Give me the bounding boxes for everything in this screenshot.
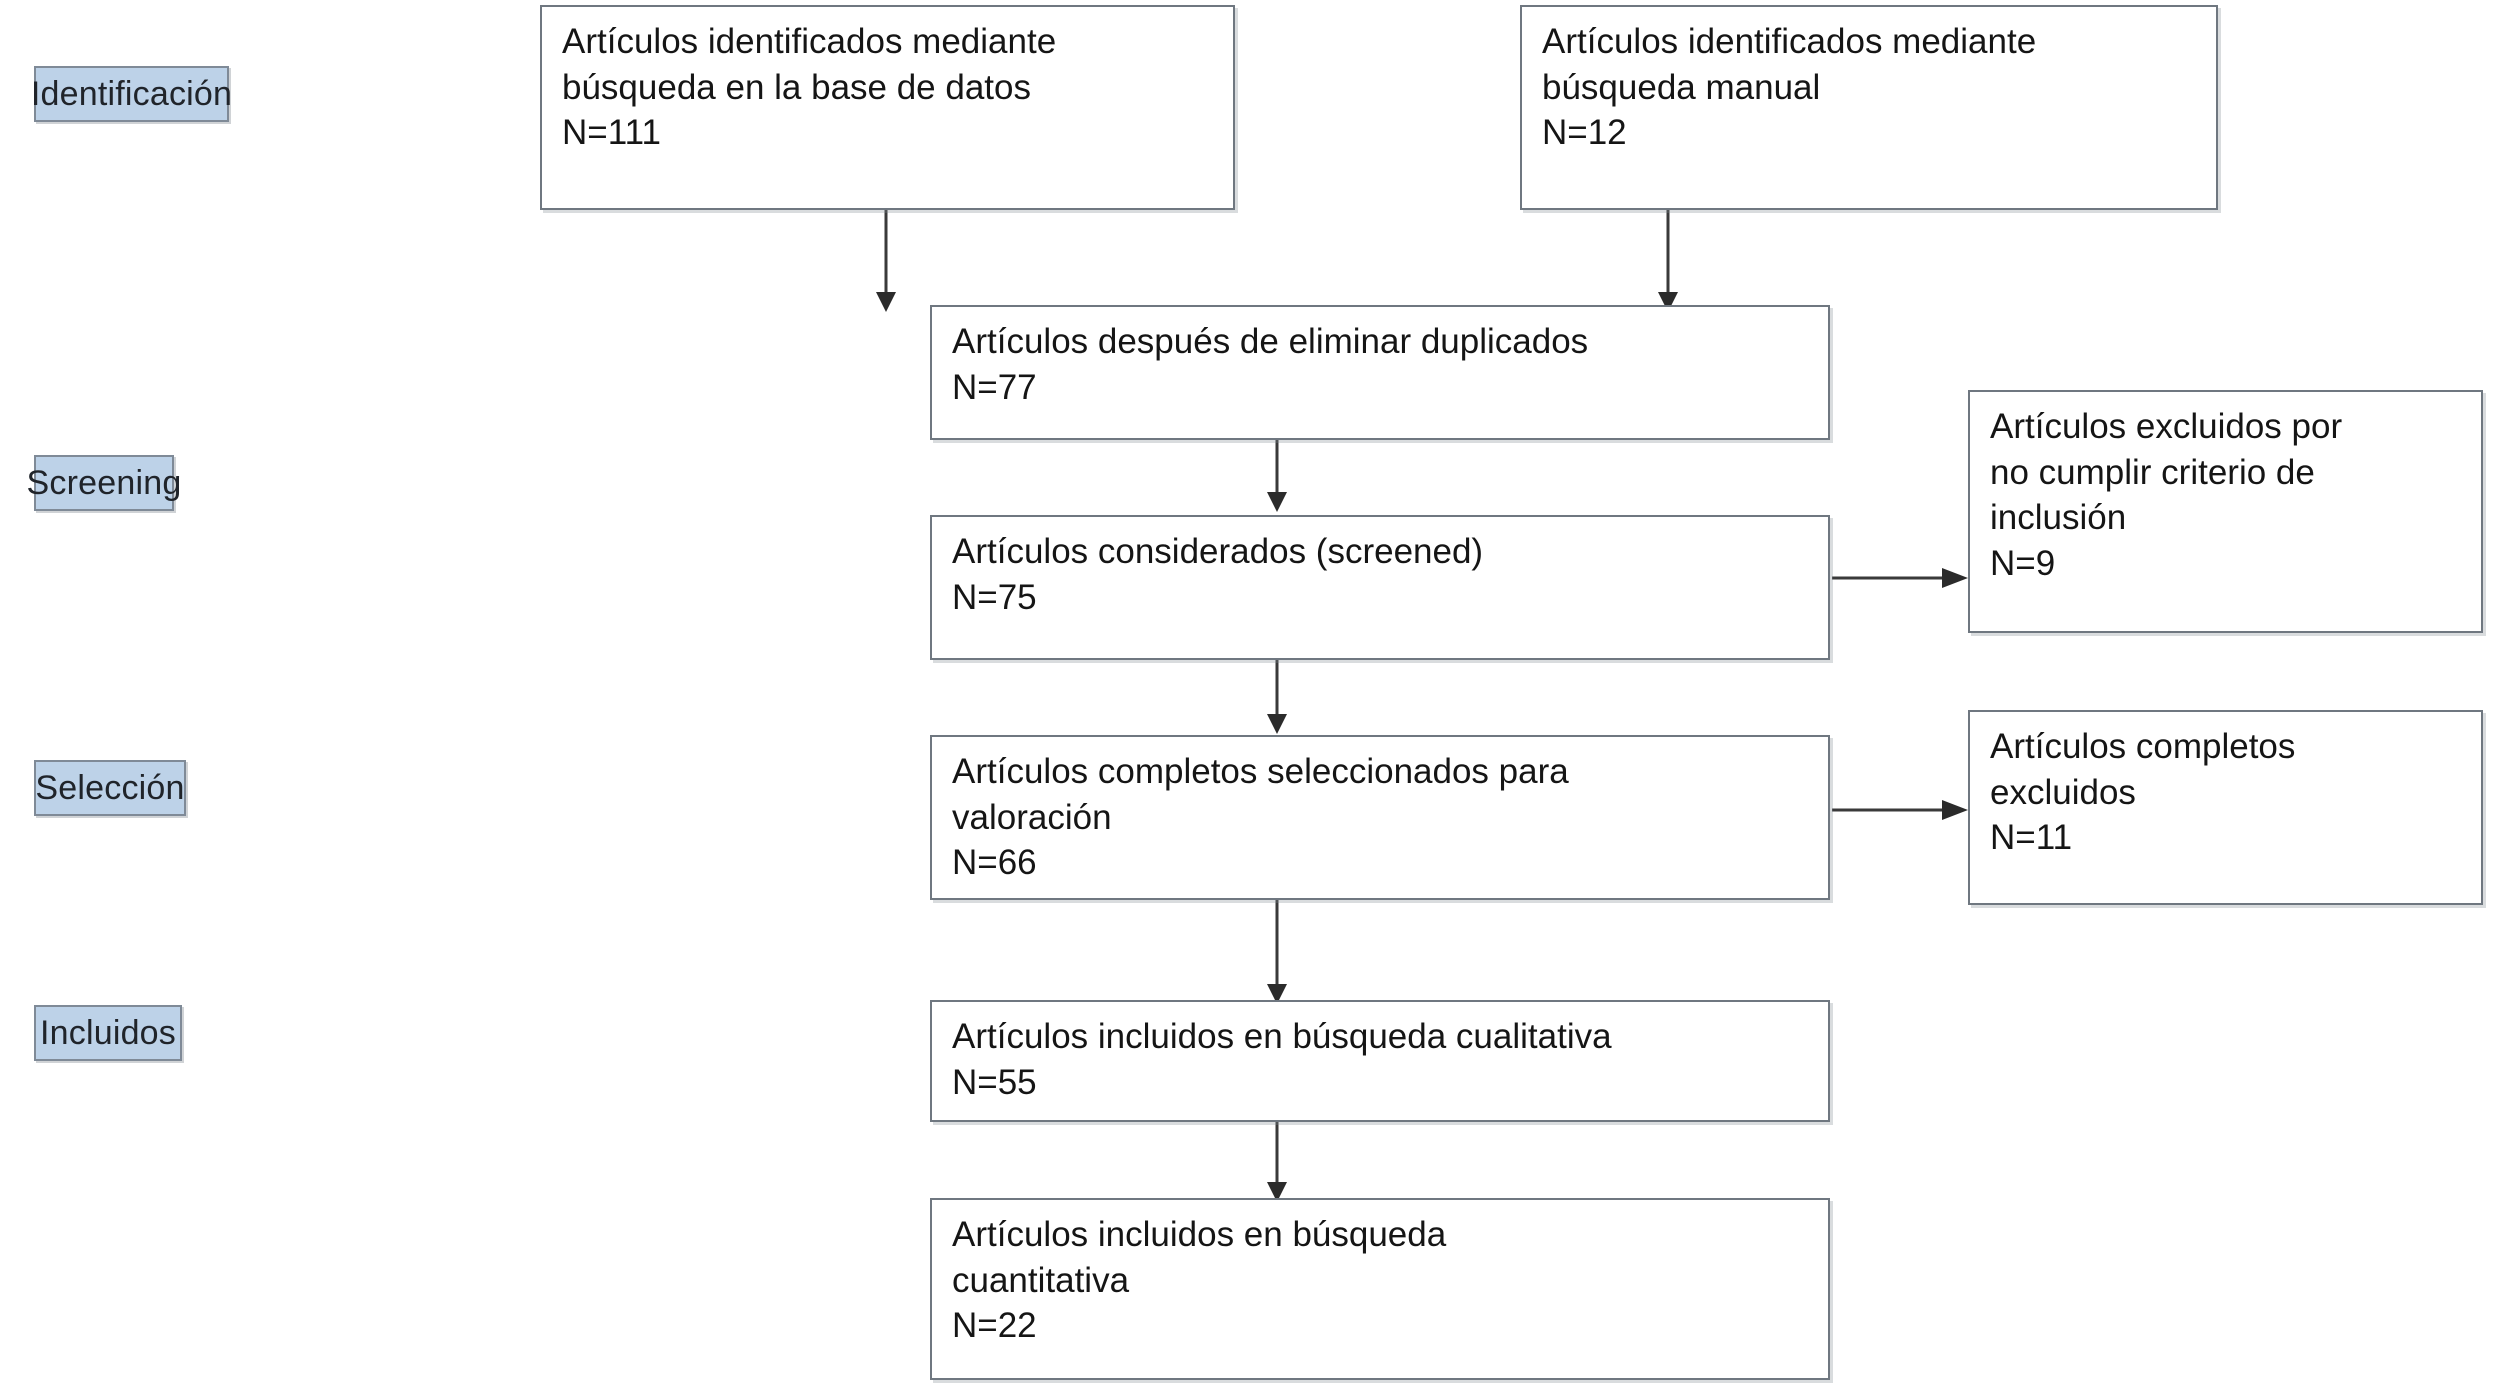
edge-screened-to-full-text bbox=[1267, 660, 1287, 734]
edge-full-text-to-qualitative bbox=[1267, 900, 1287, 1004]
box-duplicates-removed-count: N=77 bbox=[952, 367, 1037, 407]
stage-chip-label: Screening bbox=[26, 463, 182, 502]
box-quantitative-synthesis-text: Artículos incluidos en búsqueda cuantita… bbox=[952, 1215, 1447, 1300]
box-full-text-excluded-text: Artículos completos excluidos bbox=[1990, 727, 2296, 812]
box-duplicates-removed-text: Artículos después de eliminar duplicados bbox=[952, 322, 1589, 361]
box-excluded-criteria-text: Artículos excluidos por no cumplir crite… bbox=[1990, 407, 2343, 537]
box-database-search-count: N=111 bbox=[562, 113, 661, 152]
box-quantitative-synthesis: Artículos incluidos en búsqueda cuantita… bbox=[930, 1198, 1830, 1380]
box-excluded-criteria: Artículos excluidos por no cumplir crite… bbox=[1968, 390, 2483, 633]
box-full-text-assessed: Artículos completos seleccionados para v… bbox=[930, 735, 1830, 900]
edge-screened-to-excluded-criteria bbox=[1832, 568, 1968, 588]
box-full-text-assessed-count: N=66 bbox=[952, 843, 1037, 882]
box-full-text-excluded: Artículos completos excluidos N=11 bbox=[1968, 710, 2483, 905]
box-manual-search-text: Artículos identificados mediante búsqued… bbox=[1542, 22, 2037, 107]
box-manual-search: Artículos identificados mediante búsqued… bbox=[1520, 5, 2218, 210]
box-screened-text: Artículos considerados (screened) bbox=[952, 532, 1484, 571]
box-qualitative-synthesis: Artículos incluidos en búsqueda cualitat… bbox=[930, 1000, 1830, 1122]
box-database-search: Artículos identificados mediante búsqued… bbox=[540, 5, 1235, 210]
stage-chip-incluidos: Incluidos bbox=[34, 1005, 182, 1061]
stage-chip-identificacion: Identificación bbox=[30, 66, 233, 122]
stage-chip-label: Incluidos bbox=[40, 1013, 176, 1052]
box-full-text-assessed-text: Artículos completos seleccionados para v… bbox=[952, 752, 1569, 837]
edge-manual-search-to-duplicates bbox=[1658, 210, 1678, 312]
stage-chip-seleccion: Selección bbox=[34, 760, 186, 816]
box-qualitative-synthesis-count: N=55 bbox=[952, 1062, 1037, 1102]
box-excluded-criteria-count: N=9 bbox=[1990, 543, 2056, 583]
box-screened: Artículos considerados (screened) N=75 bbox=[930, 515, 1830, 660]
box-database-search-text: Artículos identificados mediante búsqued… bbox=[562, 22, 1057, 107]
box-full-text-excluded-count: N=11 bbox=[1990, 818, 2073, 857]
edge-full-text-to-excluded bbox=[1832, 800, 1968, 820]
stage-chip-label: Identificación bbox=[30, 74, 233, 113]
edge-duplicates-to-screened bbox=[1267, 440, 1287, 512]
edge-qualitative-to-quantitative bbox=[1267, 1122, 1287, 1202]
box-qualitative-synthesis-text: Artículos incluidos en búsqueda cualitat… bbox=[952, 1017, 1612, 1056]
stage-chip-screening: Screening bbox=[27, 455, 181, 511]
stage-chip-label: Selección bbox=[35, 768, 185, 807]
edge-db-search-to-duplicates bbox=[876, 210, 896, 312]
box-quantitative-synthesis-count: N=22 bbox=[952, 1306, 1037, 1345]
box-screened-count: N=75 bbox=[952, 577, 1037, 617]
box-manual-search-count: N=12 bbox=[1542, 113, 1627, 152]
box-duplicates-removed: Artículos después de eliminar duplicados… bbox=[930, 305, 1830, 440]
